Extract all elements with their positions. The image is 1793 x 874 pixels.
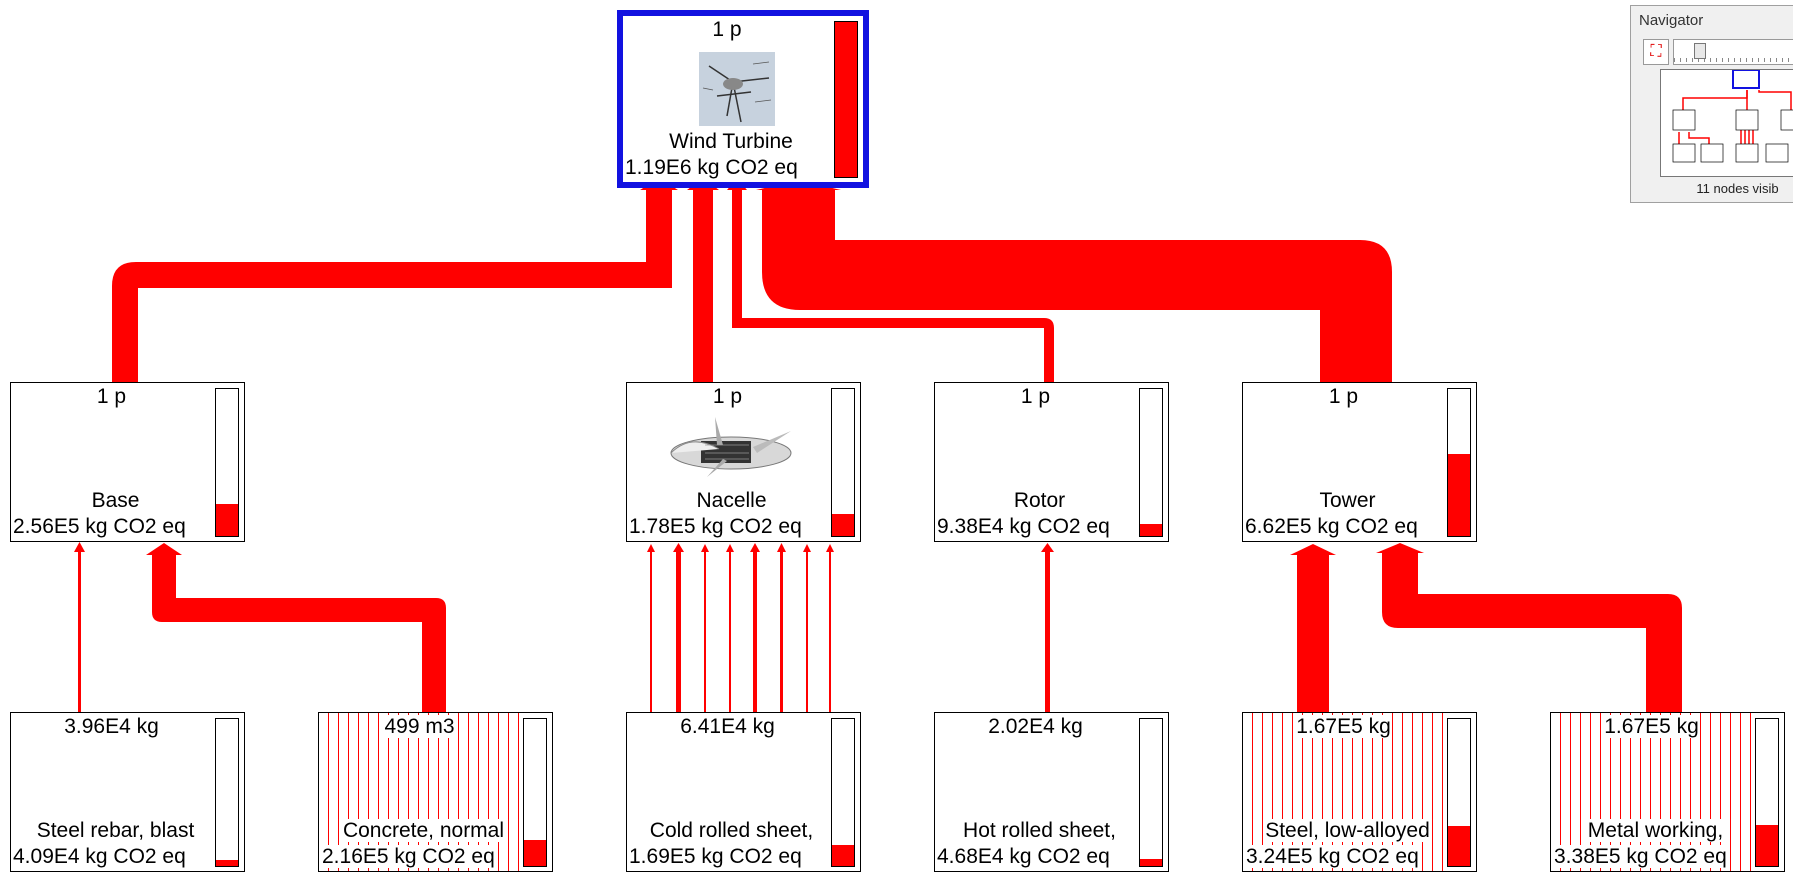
fit-to-window-icon[interactable]: ⛶	[1643, 39, 1669, 65]
node-name: Steel rebar, blast	[11, 819, 220, 843]
node-value: 4.09E4 kg CO2 eq	[13, 845, 186, 869]
impact-bar	[523, 718, 547, 867]
node-hot-rolled-sheet[interactable]: 2.02E4 kg Hot rolled sheet, 4.68E4 kg CO…	[934, 712, 1169, 872]
flow-cold-rolled-to-nacelle	[647, 543, 834, 712]
node-amount: 1 p	[623, 18, 831, 42]
impact-bar	[1139, 388, 1163, 537]
node-steel-low-alloyed[interactable]: 1.67E5 kg Steel, low-alloyed 3.24E5 kg C…	[1242, 712, 1477, 872]
node-value: 3.24E5 kg CO2 eq	[1245, 845, 1420, 869]
impact-bar	[215, 718, 239, 867]
impact-bar-fill	[832, 845, 854, 866]
node-name: Rotor	[935, 489, 1144, 513]
node-value: 9.38E4 kg CO2 eq	[937, 515, 1110, 539]
impact-bar	[831, 718, 855, 867]
navigator-status: 11 nodes visib	[1631, 181, 1793, 196]
node-nacelle[interactable]: 1 p Nacelle 1.78E5 kg CO2 eq	[626, 382, 861, 542]
node-name: Wind Turbine	[623, 130, 839, 154]
node-value: 2.56E5 kg CO2 eq	[13, 515, 186, 539]
node-name: Cold rolled sheet,	[627, 819, 836, 843]
impact-bar-fill	[832, 514, 854, 536]
navigator-minimap[interactable]	[1660, 69, 1793, 177]
impact-bar-fill	[216, 860, 238, 866]
minimap-graph	[1661, 70, 1793, 176]
node-amount: 1 p	[11, 385, 212, 409]
impact-bar	[1447, 388, 1471, 537]
node-amount: 1 p	[1243, 385, 1444, 409]
flow-nacelle-to-wind-turbine	[693, 190, 713, 382]
navigator-panel[interactable]: Navigator ⛶ 11 nodes visib	[1630, 5, 1793, 203]
impact-bar	[834, 21, 858, 178]
impact-bar-fill	[1756, 825, 1778, 866]
node-amount: 1 p	[627, 385, 828, 409]
node-value: 1.69E5 kg CO2 eq	[629, 845, 802, 869]
wind-turbine-image	[699, 52, 775, 126]
node-amount: 1.67E5 kg	[1551, 715, 1752, 739]
flow-arrow-metal-working	[1376, 543, 1424, 553]
node-value: 4.68E4 kg CO2 eq	[937, 845, 1110, 869]
node-value: 6.62E5 kg CO2 eq	[1245, 515, 1418, 539]
node-name: Concrete, normal	[319, 819, 528, 843]
nacelle-image	[661, 413, 801, 481]
zoom-slider[interactable]	[1673, 39, 1793, 65]
node-wind-turbine[interactable]: 1 p Wind Turbine 1.19E6 kg CO2 eq	[617, 10, 869, 188]
impact-bar	[1139, 718, 1163, 867]
zoom-slider-thumb[interactable]	[1694, 43, 1706, 59]
node-base[interactable]: 1 p Base 2.56E5 kg CO2 eq	[10, 382, 245, 542]
node-name: Tower	[1243, 489, 1452, 513]
flow-tower-to-wind-turbine	[762, 190, 1392, 382]
node-amount: 3.96E4 kg	[11, 715, 212, 739]
node-name: Nacelle	[627, 489, 836, 513]
navigator-title: Navigator	[1639, 12, 1703, 29]
node-value: 3.38E5 kg CO2 eq	[1553, 845, 1728, 869]
node-tower[interactable]: 1 p Tower 6.62E5 kg CO2 eq	[1242, 382, 1477, 542]
flow-arrow-steel-rebar	[74, 542, 85, 552]
impact-bar	[215, 388, 239, 537]
node-amount: 6.41E4 kg	[627, 715, 828, 739]
impact-bar	[831, 388, 855, 537]
impact-bar-fill	[524, 840, 546, 866]
node-rotor[interactable]: 1 p Rotor 9.38E4 kg CO2 eq	[934, 382, 1169, 542]
node-value: 1.78E5 kg CO2 eq	[629, 515, 802, 539]
node-name: Base	[11, 489, 220, 513]
impact-bar	[1755, 718, 1779, 867]
flow-arrow-hot-rolled	[1041, 543, 1054, 552]
node-value: 1.19E6 kg CO2 eq	[625, 156, 798, 180]
flow-steel-rebar-to-base	[78, 550, 81, 712]
flow-arrow-concrete	[146, 543, 182, 555]
impact-bar-fill	[1448, 454, 1470, 536]
impact-bar	[1447, 718, 1471, 867]
flow-arrow-steel-low-alloyed	[1290, 544, 1336, 555]
impact-bar-fill	[216, 504, 238, 536]
node-name: Metal working,	[1551, 819, 1760, 843]
flow-hot-rolled-to-rotor	[1045, 552, 1050, 712]
node-amount: 1 p	[935, 385, 1136, 409]
node-amount: 2.02E4 kg	[935, 715, 1136, 739]
flow-base-to-wind-turbine	[112, 190, 672, 382]
node-concrete[interactable]: 499 m3 Concrete, normal 2.16E5 kg CO2 eq	[318, 712, 553, 872]
flow-concrete-to-base	[152, 555, 446, 712]
impact-bar-fill	[1140, 859, 1162, 866]
impact-bar-fill	[1140, 524, 1162, 536]
node-metal-working[interactable]: 1.67E5 kg Metal working, 3.38E5 kg CO2 e…	[1550, 712, 1785, 872]
node-value: 2.16E5 kg CO2 eq	[321, 845, 496, 869]
node-cold-rolled-sheet[interactable]: 6.41E4 kg Cold rolled sheet, 1.69E5 kg C…	[626, 712, 861, 872]
impact-bar-fill	[1448, 826, 1470, 866]
node-name: Hot rolled sheet,	[935, 819, 1144, 843]
flow-metal-working-to-tower	[1382, 552, 1682, 712]
node-amount: 1.67E5 kg	[1243, 715, 1444, 739]
flow-steel-low-alloyed-to-tower	[1297, 552, 1329, 712]
node-amount: 499 m3	[319, 715, 520, 739]
node-name: Steel, low-alloyed	[1243, 819, 1452, 843]
impact-bar-fill	[835, 22, 857, 177]
node-steel-rebar[interactable]: 3.96E4 kg Steel rebar, blast 4.09E4 kg C…	[10, 712, 245, 872]
